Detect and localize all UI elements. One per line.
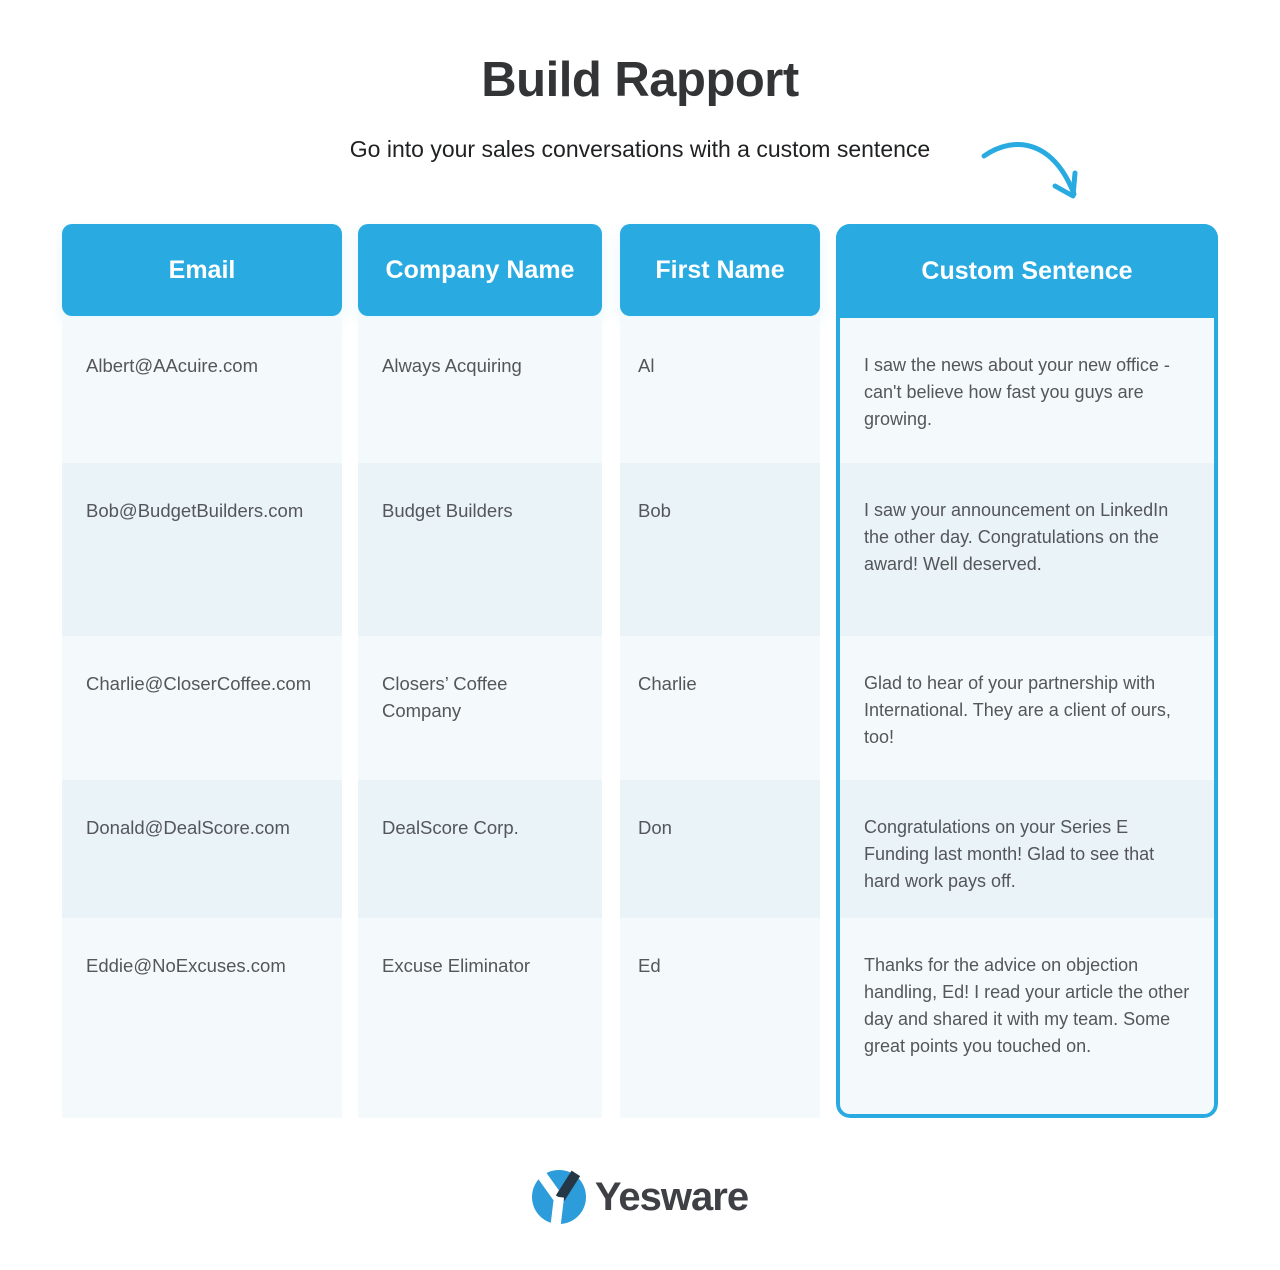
table-cell-company: Closers’ Coffee Company [358, 636, 602, 780]
table-cell-custom-sentence: I saw the news about your new office - c… [836, 318, 1218, 463]
page-title: Build Rapport [481, 53, 799, 107]
table-cell-first-name: Bob [620, 463, 820, 636]
table-cell-first-name: Don [620, 780, 820, 918]
page-subtitle: Go into your sales conversations with a … [349, 136, 931, 162]
table-cell-first-name: Al [620, 318, 820, 463]
table-cell-email: Donald@DealScore.com [62, 780, 342, 918]
yesware-logo-icon [531, 1170, 586, 1226]
table-cell-company: Always Acquiring [358, 318, 602, 463]
table-cell-first-name: Ed [620, 918, 820, 1118]
table-cell-custom-sentence: Glad to hear of your partnership with In… [836, 636, 1218, 780]
curved-arrow-icon [976, 138, 1088, 212]
table-cell-company: DealScore Corp. [358, 780, 602, 918]
column-header-company: Company Name [358, 224, 602, 316]
footer: Yesware [0, 1170, 1280, 1226]
table-cell-email: Charlie@CloserCoffee.com [62, 636, 342, 780]
table-cell-company: Budget Builders [358, 463, 602, 636]
table-cell-custom-sentence: Thanks for the advice on objection handl… [836, 918, 1218, 1118]
column-header-email: Email [62, 224, 342, 316]
brand-name: Yesware [594, 1174, 749, 1219]
column-header-first-name: First Name [620, 224, 820, 316]
table-cell-email: Albert@AAcuire.com [62, 318, 342, 463]
column-header-custom-sentence: Custom Sentence [836, 224, 1218, 318]
column-custom-sentence: Custom Sentence I saw the news about you… [836, 224, 1218, 1118]
table-cell-company: Excuse Eliminator [358, 918, 602, 1118]
table-cell-first-name: Charlie [620, 636, 820, 780]
table-cell-email: Eddie@NoExcuses.com [62, 918, 342, 1118]
column-rows-custom-sentence: I saw the news about your new office - c… [836, 318, 1218, 1118]
table-cell-custom-sentence: I saw your announcement on LinkedIn the … [836, 463, 1218, 636]
table-cell-custom-sentence: Congratulations on your Series E Funding… [836, 780, 1218, 918]
table-cell-email: Bob@BudgetBuilders.com [62, 463, 342, 636]
